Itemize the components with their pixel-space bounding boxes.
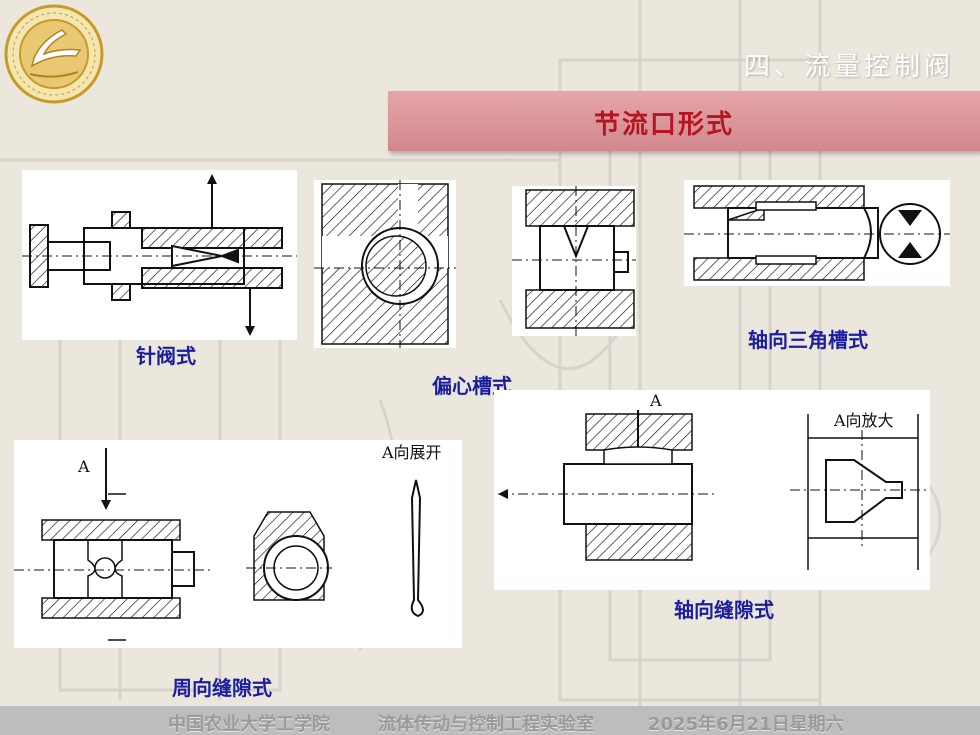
axial-slit-label: 轴向缝隙式: [674, 598, 774, 622]
circumferential-slit-label: 周向缝隙式: [172, 676, 272, 700]
enlarge-view-mark: A向放大: [833, 411, 894, 430]
axial-triangle-label: 轴向三角槽式: [748, 328, 868, 352]
axial-triangle-drawing: [684, 185, 950, 281]
axial-slit-figure: A A向放大: [494, 390, 930, 590]
needle-valve-drawing: [22, 174, 297, 336]
eccentric-groove-drawing: [314, 180, 456, 348]
needle-valve-figure: [22, 170, 297, 340]
eccentric-groove-figure: [314, 180, 456, 348]
circumferential-slit-figure: A A向展开: [14, 440, 462, 648]
needle-valve-label: 针阀式: [136, 344, 196, 368]
circumferential-mark-a: A: [77, 457, 90, 476]
expand-view-mark: A向展开: [381, 443, 442, 462]
footer-lab: 流体传动与控制工程实验室: [378, 714, 594, 735]
section-title: 四、流量控制阀: [743, 52, 954, 82]
banner-title: 节流口形式: [594, 110, 735, 140]
axial-mark-a: A: [649, 391, 662, 410]
footer-date: 2025年6月21日星期六: [648, 714, 844, 735]
footer-institution: 中国农业大学工学院: [168, 714, 330, 735]
college-seal-icon: [4, 4, 104, 104]
axial-slit-drawing: A A向放大: [498, 391, 930, 570]
axial-groove-section-figure: [512, 186, 636, 336]
axial-triangle-figure: [684, 180, 950, 286]
footer-bar: [0, 706, 980, 735]
axial-groove-section-drawing: [512, 186, 636, 336]
title-banner: [388, 91, 980, 151]
circumferential-slit-drawing: A A向展开: [14, 443, 442, 641]
